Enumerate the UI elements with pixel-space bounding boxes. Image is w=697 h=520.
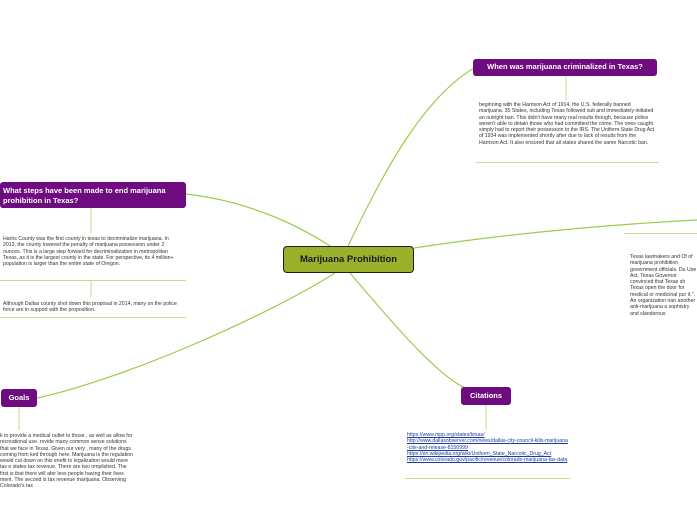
note-dallas-county: Although Dallas county shot down this pr…	[3, 301, 177, 314]
citation-link[interactable]: https://www.colorado.gov/pacific/revenue…	[407, 457, 568, 464]
note-right-partial: Texas lawmakers and Of of marijuana proh…	[630, 254, 697, 317]
branch-steps	[185, 193, 331, 247]
note-underline-citations	[405, 478, 570, 479]
branch-goals	[36, 272, 336, 399]
note-when-criminalized: beginning with the Harrison Act of 1914,…	[479, 102, 655, 146]
topic-steps-end-prohibition[interactable]: What steps have been made to end marijua…	[0, 182, 186, 208]
topic-goals[interactable]: Goals	[1, 389, 37, 407]
note-underline-harris	[0, 280, 186, 281]
note-goals: k to provide a medical outlet to those ,…	[0, 433, 133, 490]
note-harris-county: Harris County was the first county in te…	[3, 236, 174, 268]
citation-link[interactable]: https://www.mpp.org/states/texas/	[407, 432, 485, 438]
citation-link[interactable]: http://www.dallasobserver.com/news/dalla…	[407, 438, 568, 451]
citation-link[interactable]: https://en.wikipedia.org/wiki/Uniform_St…	[407, 450, 552, 457]
note-underline-criminalized	[476, 162, 659, 163]
branch-criminalized	[347, 67, 475, 247]
branch-citations	[349, 272, 471, 391]
topic-when-criminalized[interactable]: When was marijuana criminalized in Texas…	[473, 59, 657, 76]
central-topic-marijuana-prohibition[interactable]: Marijuana Prohibition	[283, 246, 414, 273]
citations-list: https://www.mpp.org/states/texas/ http:/…	[407, 432, 569, 463]
note-underline-dallas	[0, 317, 186, 318]
topic-citations[interactable]: Citations	[461, 387, 511, 405]
note-underline-right	[624, 233, 697, 234]
branch-right	[413, 219, 697, 249]
